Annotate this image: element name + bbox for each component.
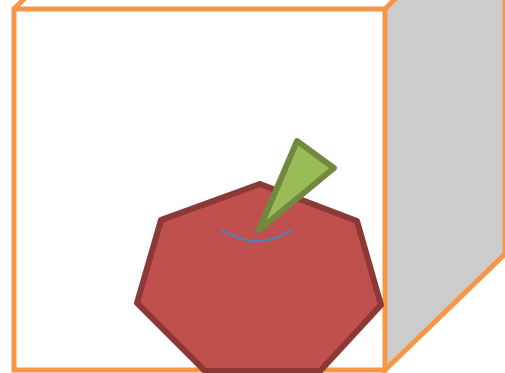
box-side-face — [385, 0, 505, 370]
